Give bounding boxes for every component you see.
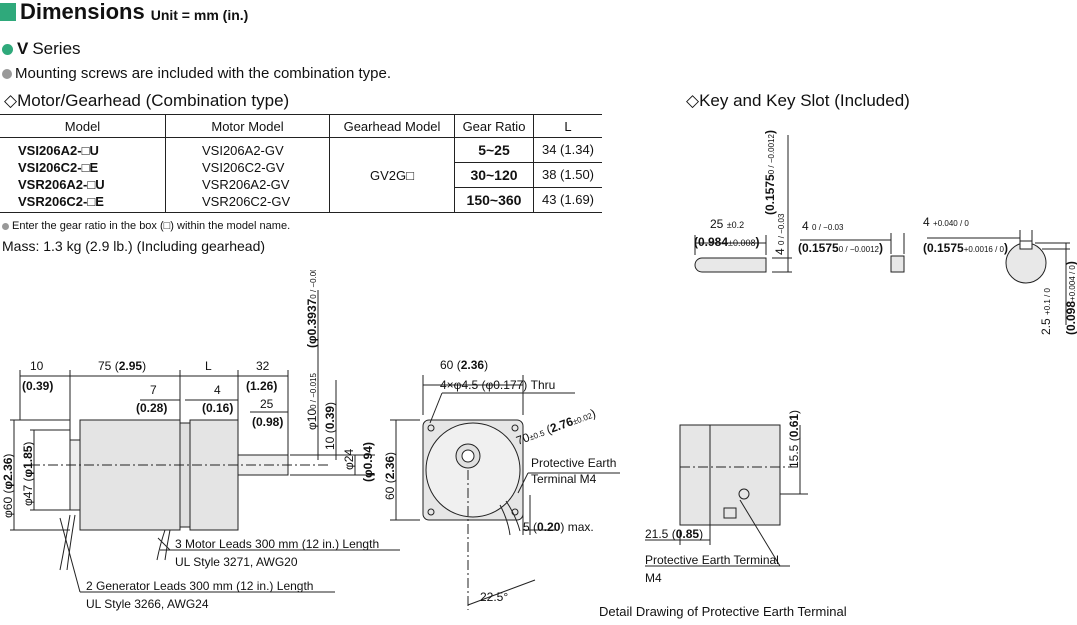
dim-4-in: (0.16): [202, 401, 233, 415]
dim-10: 10: [30, 359, 44, 373]
key-length-mm: 25 ±0.2: [710, 217, 744, 231]
gear-ratio: 150~360: [466, 192, 522, 208]
key-end-shape: [890, 255, 905, 273]
dim-10-in: (0.39): [22, 379, 53, 393]
detail-pe-1: Protective Earth Terminal: [645, 553, 779, 567]
dim-25-in: (0.98): [252, 415, 283, 429]
length-value: 43 (1.69): [541, 192, 595, 207]
motor-model-name: VSI206C2-GV: [202, 159, 285, 175]
table-note: Enter the gear ratio in the box (□) with…: [2, 220, 290, 232]
dim-5: 5 (0.20) max.: [523, 520, 594, 534]
mounting-holes: 4×φ4.5 (φ0.177) Thru: [440, 378, 555, 392]
section-combination-title: ◇Motor/Gearhead (Combination type): [4, 91, 290, 110]
mounting-note-text: Mounting screws are included with the co…: [15, 65, 392, 82]
detail-drawing: 15.5 (0.61) 21.5 (0.85) Protective Earth…: [645, 410, 808, 585]
phi47: φ47 (φ1.85): [21, 442, 35, 506]
shaft-dia-in: (φ0.39370 / −0.0006): [305, 270, 319, 348]
front-view-drawing: 60 (2.36) 4×φ4.5 (φ0.177) Thru 70±0.5 (2…: [383, 358, 620, 610]
dim-4: 4: [214, 383, 221, 397]
motor-leads: 3 Motor Leads 300 mm (12 in.) Length: [175, 537, 379, 551]
col-length: L: [533, 114, 602, 138]
dim-75: 75 (2.95): [98, 359, 146, 373]
grey-dot-icon: [2, 222, 9, 230]
table-note-text: Enter the gear ratio in the box (□) with…: [12, 220, 291, 232]
gearhead-body: [189, 419, 239, 531]
mounting-note: Mounting screws are included with the co…: [2, 65, 391, 82]
slot-depth-mm: 2.5 +0.1 / 0: [1039, 288, 1053, 335]
key-height-mm: 4 0 / −0.03: [773, 213, 787, 255]
output-shaft: [237, 454, 289, 476]
page-header: Dimensions Unit = mm (in.): [0, 0, 248, 24]
model-name: VSR206C2-□E: [18, 193, 104, 209]
phi24-in: (φ0.94): [361, 442, 375, 482]
key-length-in: (0.984±0.008): [694, 235, 760, 249]
detail-pe-2: M4: [645, 571, 662, 585]
motor-leads-ul: UL Style 3271, AWG20: [175, 555, 298, 569]
phi24: φ24: [342, 449, 356, 470]
col-model: Model: [0, 114, 166, 138]
dim-L: L: [205, 359, 212, 373]
grey-dot-icon: [2, 68, 12, 79]
mass-text: Mass: 1.3 kg (2.9 lb.) (Including gearhe…: [2, 238, 266, 254]
model-name: VSR206A2-□U: [18, 176, 105, 192]
key-width-in: (0.15750 / −0.0012): [798, 241, 883, 255]
series-name: V: [17, 39, 29, 58]
motor-model-cell: VSI206A2-GV VSI206C2-GV VSR206A2-GV VSR2…: [165, 137, 330, 213]
green-square-icon: [0, 3, 16, 21]
model-name: VSI206C2-□E: [18, 159, 99, 175]
angle: 22.5°: [480, 590, 508, 604]
key-side-shape: [694, 257, 767, 273]
pcd-70: 70±0.5 (2.76±0.02): [514, 406, 597, 448]
motor-model-name: VSR206C2-GV: [202, 193, 291, 209]
col-motor-model: Motor Model: [165, 114, 330, 138]
slot-width-mm: 4 +0.040 / 0: [923, 215, 969, 229]
dim-15-5: 15.5 (0.61): [787, 410, 801, 468]
motor-body: [79, 419, 181, 531]
shaft-length-10: 10 (0.39): [323, 402, 337, 450]
key-width-mm: 4 0 / −0.03: [802, 219, 844, 233]
dim-32: 32: [256, 359, 270, 373]
page-title: Dimensions: [20, 0, 145, 24]
phi60: φ60 (φ2.36): [1, 454, 15, 518]
green-dot-icon: [2, 43, 13, 55]
model-name: VSI206A2-□U: [18, 142, 99, 158]
col-gearhead-model: Gearhead Model: [329, 114, 455, 138]
generator-leads: 2 Generator Leads 300 mm (12 in.) Length: [86, 579, 313, 593]
length-cell: 34 (1.34) 38 (1.50) 43 (1.69): [533, 137, 602, 213]
dim-60: 60 (2.36): [440, 358, 488, 372]
dim-7: 7: [150, 383, 157, 397]
dim-21-5: 21.5 (0.85): [645, 527, 703, 541]
pe-terminal-2: Terminal M4: [531, 472, 597, 486]
gear-ratio: 5~25: [455, 138, 533, 163]
slot-width-in: (0.1575+0.0016 / 0): [923, 241, 1008, 255]
motor-model-name: VSI206A2-GV: [202, 142, 284, 158]
key-height-in: (0.15750 / −0.0012): [763, 130, 777, 215]
dim-32-in: (1.26): [246, 379, 277, 393]
spec-table: Model Motor Model Gearhead Model Gear Ra…: [0, 114, 602, 213]
gear-ratio: 30~120: [455, 163, 533, 188]
dim-7-in: (0.28): [136, 401, 167, 415]
shaft-dia-mm: φ100 / −0.015: [305, 373, 319, 431]
series-suffix: Series: [32, 39, 81, 58]
series-label: V Series: [2, 39, 81, 59]
side-view-drawing: 10 (0.39) 75 (2.95) L 32 (1.26) 7 (0.28)…: [1, 270, 400, 611]
unit-label: Unit = mm (in.): [150, 7, 249, 23]
detail-caption: Detail Drawing of Protective Earth Termi…: [599, 604, 847, 619]
generator-leads-ul: UL Style 3266, AWG24: [86, 597, 209, 611]
length-value: 34 (1.34): [534, 138, 602, 163]
dim-60-height: 60 (2.36): [383, 452, 397, 500]
length-value: 38 (1.50): [534, 163, 602, 188]
pe-terminal-1: Protective Earth: [531, 456, 616, 470]
dim-25: 25: [260, 397, 274, 411]
gearhead-model-cell: GV2G□: [329, 137, 455, 213]
key-drawing: 25 ±0.2 (0.984±0.008) 4 0 / −0.03 (0.157…: [694, 130, 1077, 335]
ratio-cell: 5~25 30~120 150~360: [454, 137, 534, 213]
model-cell: VSI206A2-□U VSI206C2-□E VSR206A2-□U VSR2…: [0, 137, 166, 213]
section-key-title: ◇Key and Key Slot (Included): [686, 91, 910, 110]
col-gear-ratio: Gear Ratio: [454, 114, 534, 138]
motor-model-name: VSR206A2-GV: [202, 176, 290, 192]
slot-depth-in: (0.098+0.004 / 0): [1064, 261, 1077, 335]
